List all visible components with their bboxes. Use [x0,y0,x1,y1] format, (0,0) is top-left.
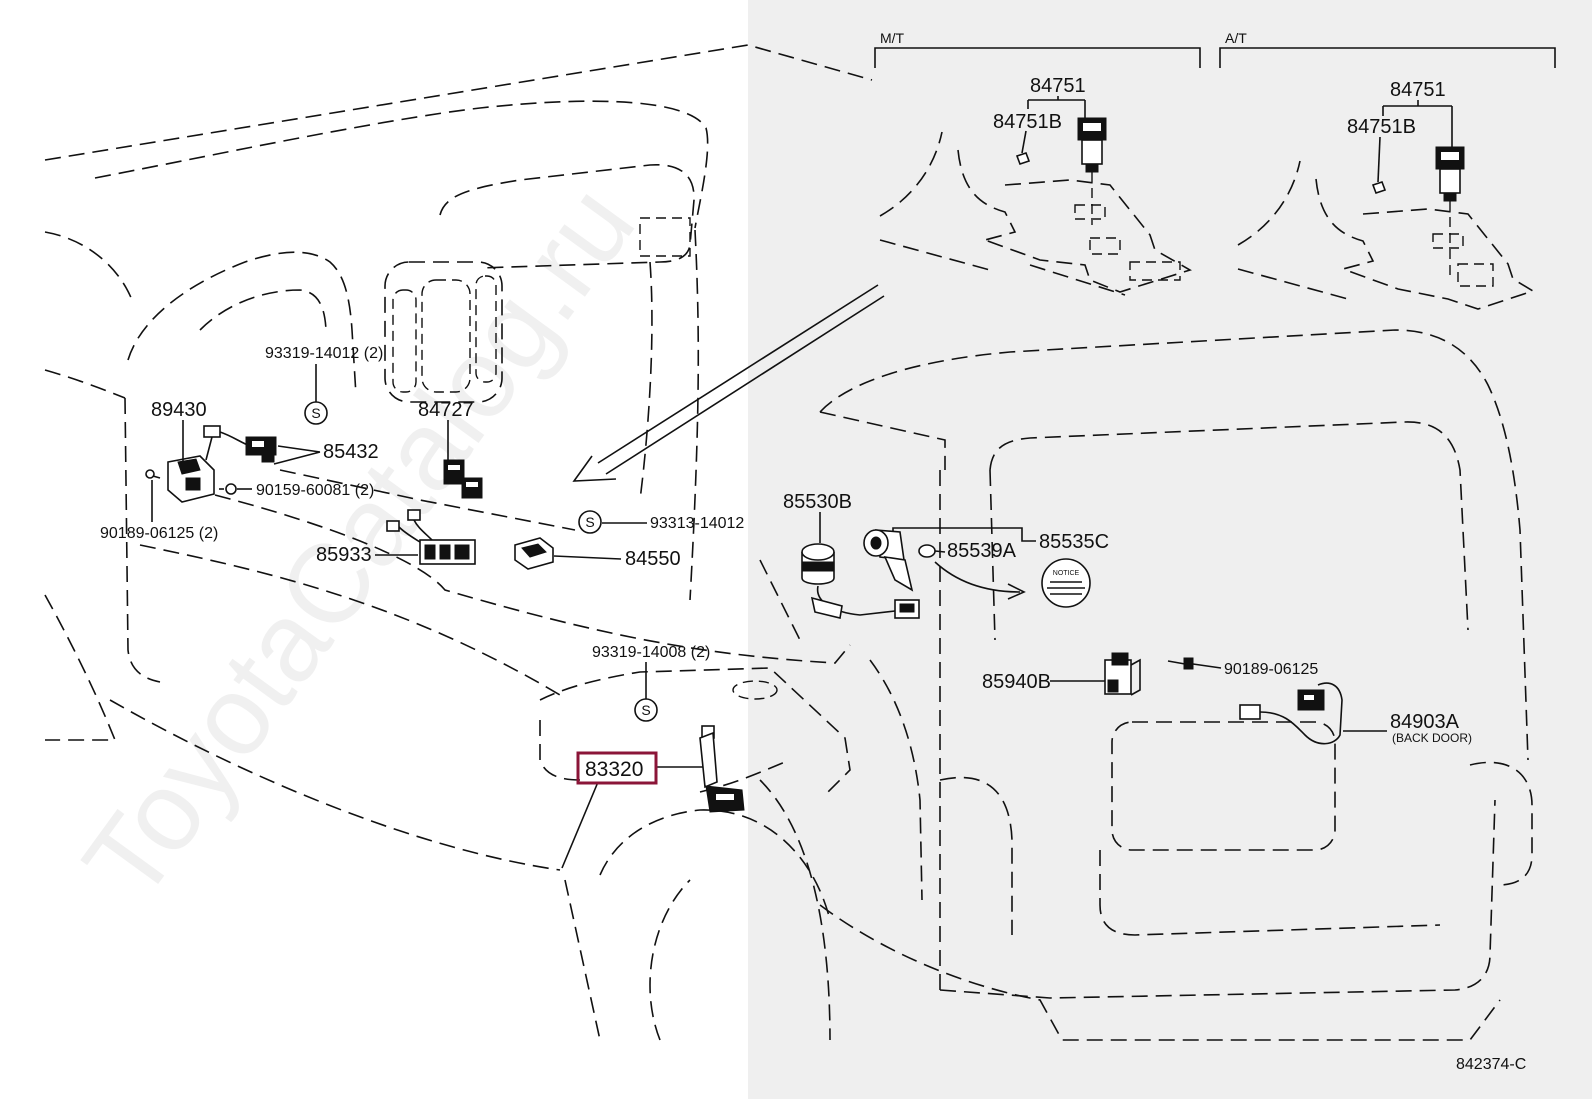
rear-body-outline [759,329,1533,1041]
sealant-marker-3-label: S [641,702,650,718]
part-84727 [443,459,483,499]
part-label-90189-06125[interactable]: 90189-06125 [1224,661,1318,678]
part-label-85432[interactable]: 85432 [323,441,379,463]
mt-heading: M/T [880,30,905,46]
part-label-85535c[interactable]: 85535C [1039,531,1109,553]
at-84751-leader [1382,100,1453,147]
part-label-84751-at[interactable]: 84751 [1390,79,1446,101]
dashboard-outline [44,44,873,871]
mt-84751-leader [1027,96,1086,118]
part-label-93313-14012[interactable]: 93313-14012 [650,515,744,532]
notice-label-part [1041,558,1091,608]
at-bracket [1219,47,1556,68]
selected-part-highlight-box[interactable] [576,751,658,785]
bolt-90159-60081 [219,483,237,495]
at-clip-84751b [1371,180,1387,195]
part-label-90159-60081[interactable]: 90159-60081 (2) [256,482,374,499]
bolt-90189-06125 [145,469,161,479]
at-switch-84751 [1435,146,1465,202]
part-84903a [1239,682,1343,745]
part-89430 [167,425,251,503]
part-label-84550[interactable]: 84550 [625,548,681,570]
part-label-84751-mt[interactable]: 84751 [1030,75,1086,97]
leader-lines-left [151,364,647,560]
part-label-84903a-note: (BACK DOOR) [1392,731,1472,745]
screw-90189-06125 [1167,657,1194,670]
part-label-93319-14008[interactable]: 93319-14008 (2) [592,644,710,661]
view-arrow [572,284,885,482]
part-85530b [801,543,920,619]
at-heading: A/T [1225,30,1247,46]
part-label-84903a[interactable]: 84903A [1390,711,1460,733]
part-85933 [386,509,476,565]
notice-arrow [934,561,1026,600]
mt-bracket [874,47,1201,68]
mt-switch-84751 [1077,117,1107,173]
part-label-85539a[interactable]: 85539A [947,540,1017,562]
mt-84751b-leader [1021,130,1027,154]
part-label-89430[interactable]: 89430 [151,399,207,421]
part-85535c [863,529,914,592]
front-fender-outline [539,667,851,1041]
mt-console-inset [879,131,1192,296]
part-label-83320[interactable]: 83320 [585,758,643,781]
part-85940b [1104,652,1141,696]
part-label-84727[interactable]: 84727 [418,399,474,421]
sealant-marker-2-label: S [585,514,594,530]
part-label-85940b[interactable]: 85940B [982,671,1051,693]
left-background [0,0,748,1099]
part-label-85933[interactable]: 85933 [316,544,372,566]
at-console-inset [1237,160,1535,310]
sealant-marker-2 [578,510,602,534]
part-85539a [918,544,936,558]
part-label-84751b-mt[interactable]: 84751B [993,111,1062,133]
part-85432 [245,436,277,463]
part-label-85530b[interactable]: 85530B [783,491,852,513]
part-label-93319-14012[interactable]: 93319-14012 (2) [265,345,383,362]
diagram-code: 842374-C [1456,1056,1526,1073]
at-84751b-leader [1377,136,1381,183]
notice-label-text: NOTICE [1053,570,1080,577]
part-label-84751b-at[interactable]: 84751B [1347,116,1416,138]
mt-clip-84751b [1015,151,1031,166]
part-label-90189-06125-x2[interactable]: 90189-06125 (2) [100,525,218,542]
sealant-marker-1-label: S [311,405,320,421]
leader-lines-right [645,512,1387,768]
part-84550 [514,537,554,570]
part-83320 [699,725,745,813]
